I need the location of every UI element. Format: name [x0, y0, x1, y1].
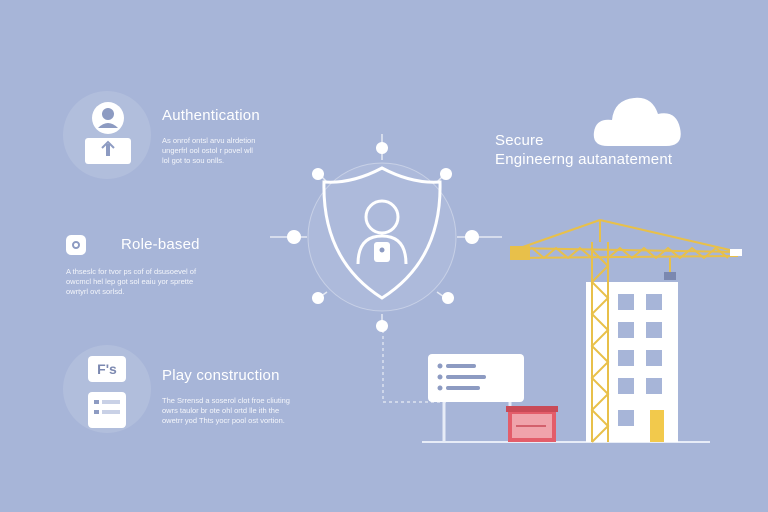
role-icon — [66, 235, 86, 255]
secure-subheading: Engineerng autanatement — [495, 151, 673, 168]
security-shield-hub — [262, 124, 502, 364]
desc-line: ungerfrl ool ostol r povel wll — [162, 146, 253, 155]
desc-line: owcmcl hel lep got sol eaiu yor sprette — [66, 277, 194, 286]
desc-line: As onrof ontsl arvu alrdetion — [162, 136, 256, 145]
desc-line: owrtyrl ovt sorlsd. — [66, 287, 125, 296]
feature-title: Authentication — [162, 107, 260, 124]
feature-description: The Srrensd a soserol clot froe cliuting… — [162, 396, 290, 426]
document-icon — [88, 392, 126, 428]
connector-line — [382, 330, 448, 403]
desc-line: owetrr yod Thts yocr pool ost vortion. — [162, 416, 285, 425]
cloud-icon — [590, 88, 686, 150]
feature-description: A thseslc for tvor ps cof of dsusoevel o… — [66, 267, 196, 297]
feature-title: Role-based — [121, 236, 200, 253]
desc-line: lol got to sou onlls. — [162, 156, 225, 165]
feature-title: Play construction — [162, 367, 280, 384]
construction-scene — [420, 210, 750, 450]
building-plan-icon: F's — [88, 356, 126, 382]
secure-heading: Secure — [495, 132, 544, 149]
desc-line: owrs taulor br ote ohl ortd lle ith the — [162, 406, 280, 415]
desc-line: A thseslc for tvor ps cof of dsusoevel o… — [66, 267, 197, 276]
feature-description: As onrof ontsl arvu alrdetion ungerfrl o… — [162, 136, 255, 166]
desc-line: The Srrensd a soserol clot froe cliuting — [162, 396, 290, 405]
user-lock-icon — [78, 98, 138, 170]
